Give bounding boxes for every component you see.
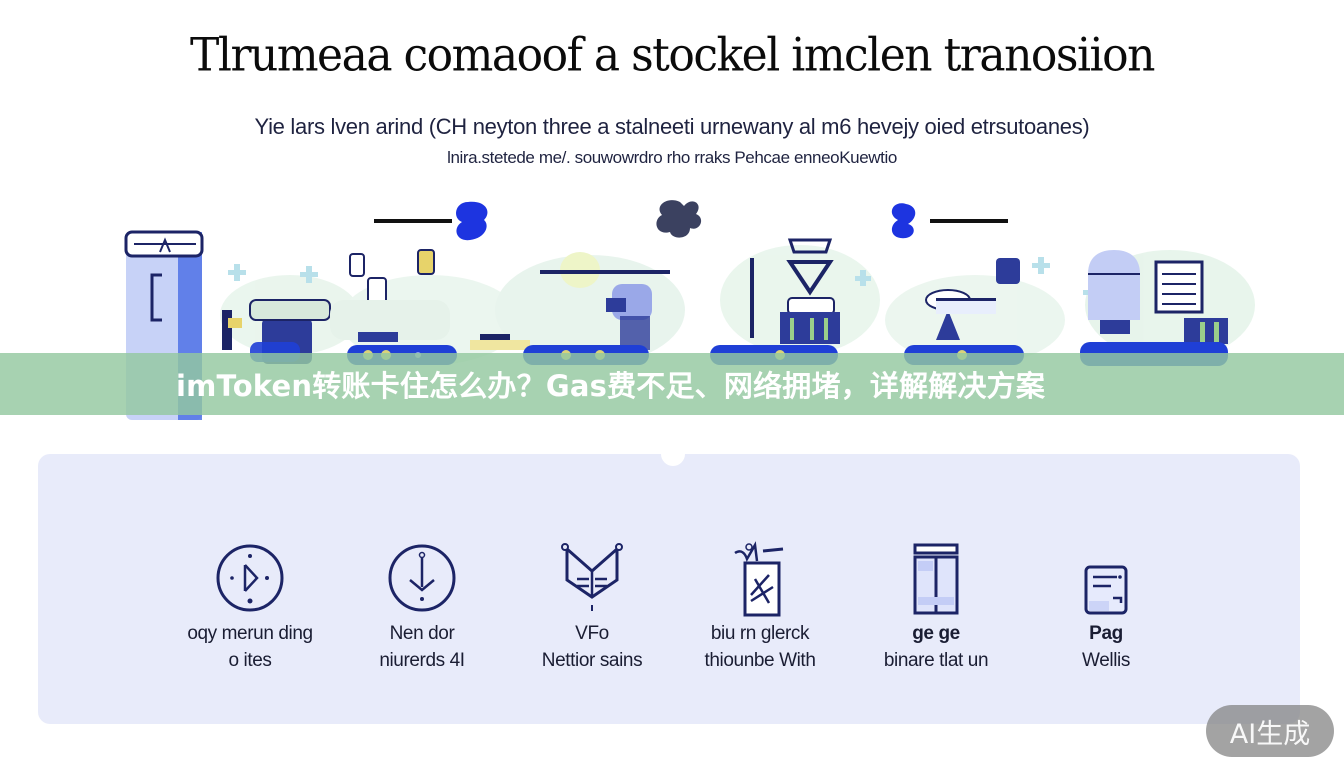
feature-item: ge ge binare tlat un [846, 535, 1026, 685]
feature-label-1: oqy merun ding [187, 623, 313, 644]
feature-label-2: o ites [228, 650, 272, 671]
feature-label-2: binare tlat un [883, 650, 989, 671]
subtitle-line-1: Yie lars lven arind (CH neyton three a s… [254, 114, 1090, 139]
blue-bean-icon [456, 201, 488, 241]
machines-illustration [124, 200, 1255, 420]
feature-label-2: niurerds 4I [379, 650, 465, 671]
feature-label-2: Nettior sains [541, 650, 643, 671]
ai-generated-badge: AI生成 [1206, 705, 1334, 757]
door-frame-icon [913, 543, 959, 615]
features-row: oqy merun ding o ites Nen dor niurerds 4… [160, 535, 1190, 685]
shield-lines-icon [561, 543, 623, 611]
panel-notch [661, 450, 685, 466]
title-banner: imToken转账卡住怎么办？Gas费不足、网络拥堵，详解解决方案 [0, 353, 1344, 415]
blue-2-icon [891, 203, 916, 239]
play-circle-icon [216, 544, 284, 612]
headline: Tlrumeaa comaoof a stockel imclen tranos… [190, 28, 1155, 83]
feature-label-2: thiounbe With [704, 650, 816, 671]
feature-label-2: Wellis [1082, 650, 1130, 671]
feature-item: Nen dor niurerds 4I [332, 535, 512, 685]
document-icon [1084, 565, 1128, 615]
feature-item: oqy merun ding o ites [160, 535, 340, 685]
subtitle-line-2: lnira.stetede me/. souwowrdro rho rraks … [447, 148, 897, 167]
feature-item: biu rn glerck thiounbe With [670, 535, 850, 685]
feature-item: Pag Wellis [1016, 535, 1196, 685]
four-leaf-icon [656, 200, 702, 238]
feature-item: VFo Nettior sains [502, 535, 682, 685]
compass-circle-icon [388, 544, 456, 612]
feature-label-1: VFo [575, 623, 609, 644]
banner-title: imToken转账卡住怎么办？Gas费不足、网络拥堵，详解解决方案 [176, 369, 1046, 403]
glass-scribble-icon [734, 541, 784, 617]
feature-label-1: biu rn glerck [710, 623, 810, 644]
feature-label-1: Nen dor [389, 623, 455, 644]
feature-label-1: ge ge [912, 623, 960, 644]
feature-label-1: Pag [1089, 623, 1123, 644]
